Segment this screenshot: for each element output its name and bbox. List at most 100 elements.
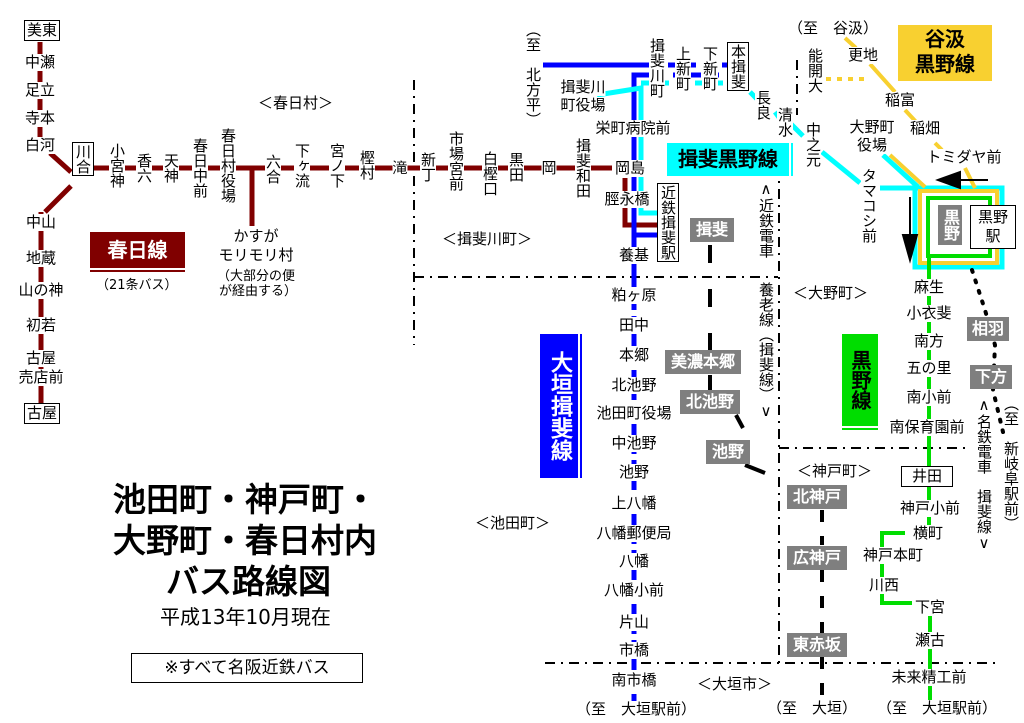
kurono-line-name: 黒野線 bbox=[842, 334, 878, 428]
stop: 神戸本町 bbox=[862, 546, 924, 564]
ogaki-ibi-line-name: 大垣揖斐線 bbox=[540, 334, 580, 478]
station-kintetsu-ibi: 近鉄揖斐駅 bbox=[657, 183, 679, 262]
stop: 春日村役場 bbox=[219, 128, 237, 203]
area-ono: ＜大野町＞ bbox=[793, 284, 869, 302]
stop: 新丁 bbox=[419, 152, 437, 182]
branch-note: が経由する） bbox=[218, 284, 298, 299]
stop: 能開大 bbox=[806, 48, 824, 93]
stop: 寺本 bbox=[24, 109, 56, 127]
ibi-kurono-line-name: 揖斐黒野線 bbox=[667, 143, 791, 176]
stop: 八幡 bbox=[618, 552, 650, 570]
stop: トミダヤ前 bbox=[926, 148, 1002, 166]
stop: 稲富 bbox=[884, 91, 916, 109]
kintetsu-line-label: 養老線（揖斐線）∨ bbox=[757, 282, 775, 420]
stop: 売店前 bbox=[18, 368, 64, 386]
stop: 白河 bbox=[24, 136, 56, 154]
meitetsu-label: ∧名鉄電車 揖斐線∨ bbox=[975, 396, 993, 552]
stop: 瀬古 bbox=[914, 631, 946, 649]
stop: 中之元 bbox=[804, 122, 822, 167]
terminal-mito: 美東 bbox=[23, 20, 61, 41]
operator-note: ※すべて名阪近鉄バス bbox=[131, 653, 363, 683]
stop: 清水 bbox=[776, 107, 794, 137]
stop: 南市橋 bbox=[611, 671, 657, 689]
stop: 中山 bbox=[25, 213, 57, 231]
municipal-boundaries bbox=[413, 60, 995, 664]
map-title-line3: バス路線図 bbox=[166, 562, 331, 601]
stop: 脛永橋 bbox=[604, 190, 650, 208]
ogaki-ibi-line-path bbox=[543, 62, 735, 705]
stop: 北池野 bbox=[611, 376, 657, 394]
terminal-kawai: 川合 bbox=[72, 142, 94, 176]
stop: 五の里 bbox=[906, 359, 952, 377]
tanigumi-kurono-line-name: 谷汲 黒野線 bbox=[898, 25, 992, 81]
stop: 大野町 bbox=[849, 118, 895, 136]
stop: 岡 bbox=[541, 159, 557, 177]
stop: 市橋 bbox=[618, 641, 650, 659]
meitetsu-railway bbox=[970, 268, 1005, 434]
station-ibi: 揖斐 bbox=[690, 218, 735, 242]
stop: 未来精工前 bbox=[891, 668, 967, 686]
kasuga-line-name: 春日線 bbox=[90, 232, 185, 270]
stop: 市場宮前 bbox=[447, 131, 465, 191]
stop: 上八幡 bbox=[611, 494, 657, 512]
branch-stop: かすが bbox=[233, 227, 279, 245]
station-kurono: 黒野駅 bbox=[970, 205, 1016, 249]
stop: 山の神 bbox=[18, 281, 64, 299]
area-godo: ＜神戸町＞ bbox=[797, 462, 873, 480]
terminal-honibi: 本揖斐 bbox=[727, 42, 749, 91]
kintetsu-railway bbox=[708, 245, 824, 715]
stop: 横町 bbox=[912, 524, 944, 542]
stop: 滝 bbox=[392, 159, 408, 177]
stop: 更地 bbox=[847, 46, 879, 64]
destination-ogaki: （至 大垣） bbox=[766, 699, 858, 717]
station-kita-ikeno: 北池野 bbox=[680, 390, 741, 414]
stop: 香六 bbox=[135, 153, 153, 183]
stop: 初若 bbox=[25, 316, 57, 334]
station-ikeno: 池野 bbox=[706, 440, 751, 464]
stop: 八幡郵便局 bbox=[596, 524, 672, 542]
terminal-furuya: 古屋 bbox=[23, 403, 61, 424]
stop: 養基 bbox=[618, 246, 650, 264]
area-ibigawa: ＜揖斐川町＞ bbox=[442, 230, 533, 248]
line-name-part: 黒野線 bbox=[915, 52, 975, 76]
stop: 小衣斐 bbox=[906, 304, 952, 322]
station-kita-godo: 北神戸 bbox=[787, 485, 848, 509]
station-higashi-akasaka: 東赤坂 bbox=[787, 633, 848, 657]
area-ikeda: ＜池田町＞ bbox=[475, 514, 551, 532]
stop: 六合 bbox=[264, 154, 282, 184]
station-aiba: 相羽 bbox=[967, 317, 1010, 341]
stop: 南方 bbox=[913, 332, 945, 350]
stop: 片山 bbox=[618, 613, 650, 631]
stop: 役場 bbox=[856, 136, 888, 154]
stop: 小宮神 bbox=[108, 143, 126, 188]
stop: 粕ヶ原 bbox=[611, 286, 657, 304]
map-title-line2: 大野町・春日村内 bbox=[113, 521, 377, 560]
destination-kitagatadaira: （至 北方平） bbox=[524, 22, 542, 127]
stop: 黒田 bbox=[507, 152, 525, 182]
station-hiro-godo: 広神戸 bbox=[787, 546, 848, 570]
stop: 本郷 bbox=[618, 346, 650, 364]
stop: 長良 bbox=[754, 90, 772, 120]
kasuga-line-sub: （21条バス） bbox=[96, 278, 178, 293]
terminal-kurono: 黒野 bbox=[938, 205, 962, 245]
stop: 上新町 bbox=[674, 46, 692, 91]
kintetsu-label: ∧近鉄電車 bbox=[757, 180, 775, 258]
branch-stop: モリモリ村 bbox=[218, 246, 294, 264]
line-name-part: 谷汲 bbox=[925, 27, 965, 51]
stop: 春日中前 bbox=[191, 138, 209, 198]
area-kasuga: ＜春日村＞ bbox=[258, 94, 334, 112]
stop: 地蔵 bbox=[25, 249, 57, 267]
stop: 樫村 bbox=[358, 150, 376, 180]
stop: 麻生 bbox=[913, 278, 945, 296]
stop: タマコシ前 bbox=[860, 168, 878, 243]
stop: 岡島 bbox=[614, 159, 646, 177]
stop: 揖斐和田 bbox=[574, 138, 592, 198]
stop: 八幡小前 bbox=[603, 581, 665, 599]
terminal-ida: 井田 bbox=[900, 466, 954, 487]
stop: 揖斐川町 bbox=[648, 38, 666, 98]
stop: 中瀬 bbox=[24, 53, 56, 71]
destination-ogaki-station: （至 大垣駅前） bbox=[876, 699, 998, 717]
stop: 中池野 bbox=[611, 434, 657, 452]
stop: 揖斐川 bbox=[560, 78, 606, 96]
